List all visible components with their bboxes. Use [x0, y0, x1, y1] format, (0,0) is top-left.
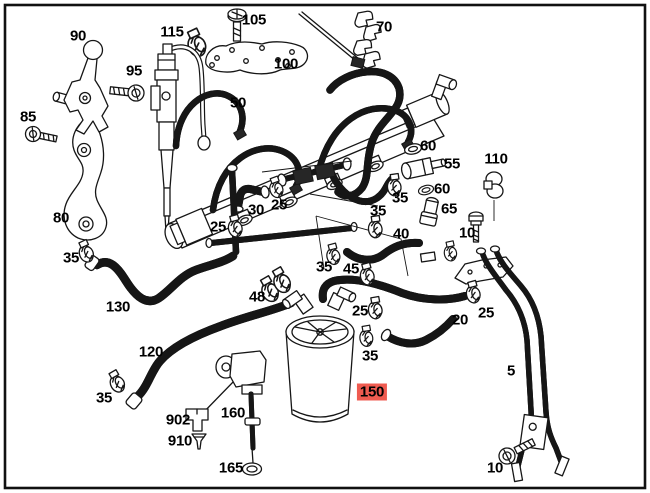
- valve-65: [419, 196, 439, 227]
- part-label-35[interactable]: 35: [62, 249, 80, 267]
- part-label-80[interactable]: 80: [52, 209, 70, 227]
- part-label-45[interactable]: 45: [342, 260, 360, 278]
- part-label-110[interactable]: 110: [484, 150, 508, 168]
- part-label-40[interactable]: 40: [392, 225, 410, 243]
- part-label-165[interactable]: 165: [218, 459, 244, 477]
- part-label-35[interactable]: 35: [391, 189, 409, 207]
- screw-105: [227, 8, 247, 42]
- part-label-105[interactable]: 105: [241, 11, 267, 29]
- part-label-60[interactable]: 60: [419, 137, 437, 155]
- sensor-55: [400, 157, 447, 180]
- part-label-902[interactable]: 902: [165, 411, 191, 429]
- part-label-120[interactable]: 120: [138, 343, 164, 361]
- part-label-130[interactable]: 130: [105, 298, 131, 316]
- bolt-10-upper: [468, 211, 484, 243]
- hose-20: [323, 280, 469, 344]
- part-label-20[interactable]: 20: [451, 311, 469, 329]
- part-label-25[interactable]: 25: [351, 302, 369, 320]
- part-label-50[interactable]: 50: [229, 94, 247, 112]
- part-label-150[interactable]: 150: [356, 383, 388, 401]
- part-label-95[interactable]: 95: [125, 62, 143, 80]
- fuel-filter-150: [281, 286, 357, 423]
- part-label-35[interactable]: 35: [369, 202, 387, 220]
- part-label-25[interactable]: 25: [270, 196, 288, 214]
- part-label-100[interactable]: 100: [273, 55, 299, 73]
- part-label-70[interactable]: 70: [375, 18, 393, 36]
- cap-902: [185, 408, 209, 432]
- part-label-35[interactable]: 35: [315, 258, 333, 276]
- part-label-910[interactable]: 910: [167, 432, 193, 450]
- plug-910: [191, 433, 207, 450]
- part-label-5[interactable]: 5: [506, 362, 516, 380]
- bracket-80: [63, 117, 108, 241]
- part-label-10[interactable]: 10: [458, 224, 476, 242]
- part-label-160[interactable]: 160: [220, 404, 246, 422]
- part-label-60[interactable]: 60: [433, 180, 451, 198]
- return-hose: [326, 72, 400, 196]
- part-label-35[interactable]: 35: [95, 389, 113, 407]
- screw-85: [24, 125, 58, 143]
- screw-10-bottom: [498, 438, 536, 465]
- cable-clips-70: [298, 8, 383, 70]
- seal-165: [241, 462, 263, 476]
- part-label-10[interactable]: 10: [486, 459, 504, 477]
- fuel-pipes-5: [475, 245, 570, 483]
- sensor-160: [199, 350, 267, 464]
- part-label-65[interactable]: 65: [440, 200, 458, 218]
- screw-95: [109, 84, 145, 102]
- part-label-85[interactable]: 85: [19, 108, 37, 126]
- clip-110: [483, 171, 504, 221]
- part-label-90[interactable]: 90: [69, 27, 87, 45]
- part-label-25[interactable]: 25: [209, 218, 227, 236]
- injector: [150, 43, 211, 233]
- part-label-25[interactable]: 25: [477, 304, 495, 322]
- bracket-plate-100: [205, 41, 309, 75]
- hose-40: [315, 215, 437, 277]
- holder-90: [52, 39, 109, 135]
- part-label-30[interactable]: 30: [247, 201, 265, 219]
- part-label-115[interactable]: 115: [160, 23, 184, 41]
- part-label-48[interactable]: 48: [248, 288, 266, 306]
- part-label-55[interactable]: 55: [443, 155, 461, 173]
- part-label-35[interactable]: 35: [361, 347, 379, 365]
